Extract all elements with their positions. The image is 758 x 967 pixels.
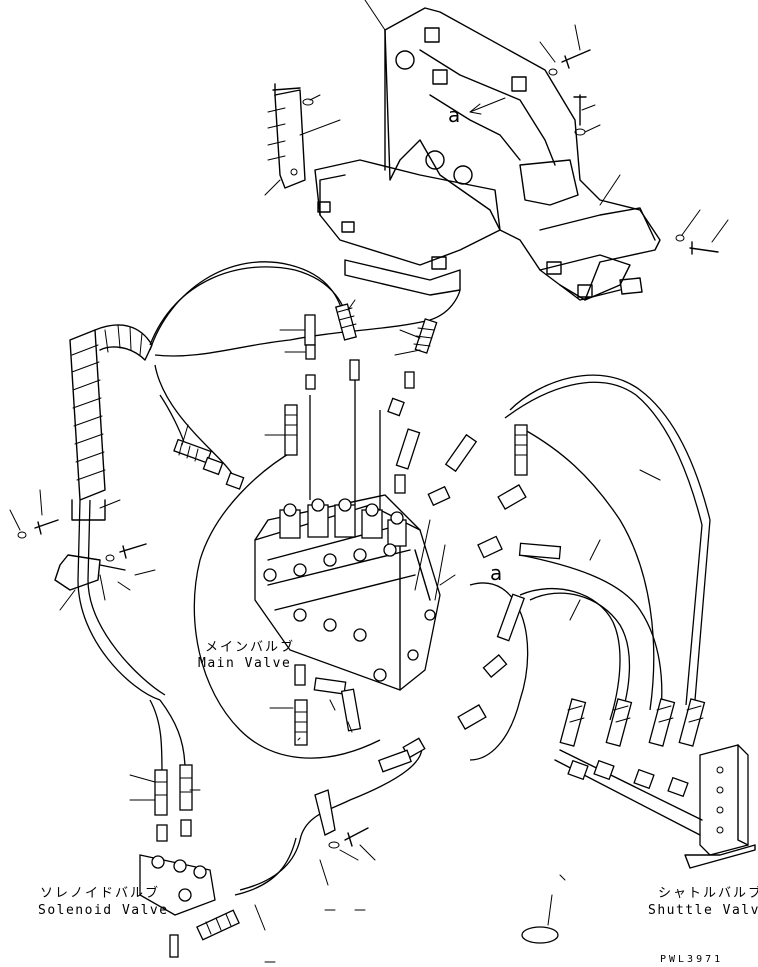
view-a-marker-mid: a bbox=[490, 561, 502, 585]
view-a-marker-top: a bbox=[448, 103, 460, 127]
main-valve bbox=[254, 494, 456, 691]
shuttle-valve-label-en: Shuttle Valve bbox=[648, 903, 758, 918]
main-valve-label-jp: メインバルブ bbox=[205, 639, 295, 655]
solenoid-valve-label-en: Solenoid Valve bbox=[38, 903, 169, 918]
hose-routing bbox=[77, 261, 711, 896]
valve-mounting-bracket bbox=[264, 0, 729, 301]
shuttle-valve bbox=[554, 744, 756, 869]
left-fasteners bbox=[9, 489, 156, 591]
drawing-reference: PWL3971 bbox=[660, 954, 723, 965]
leader-lines bbox=[129, 299, 661, 963]
clamp-parts bbox=[254, 789, 559, 944]
solenoid-valve-label-jp: ソレノイドバルブ bbox=[40, 885, 160, 901]
solenoid-valve bbox=[139, 854, 216, 916]
shuttle-valve-label-jp: シャトルバルブ bbox=[658, 885, 758, 901]
main-valve-label-en: Main Valve bbox=[198, 656, 291, 671]
spiral-guard bbox=[54, 324, 153, 611]
hose-fittings bbox=[154, 303, 706, 958]
